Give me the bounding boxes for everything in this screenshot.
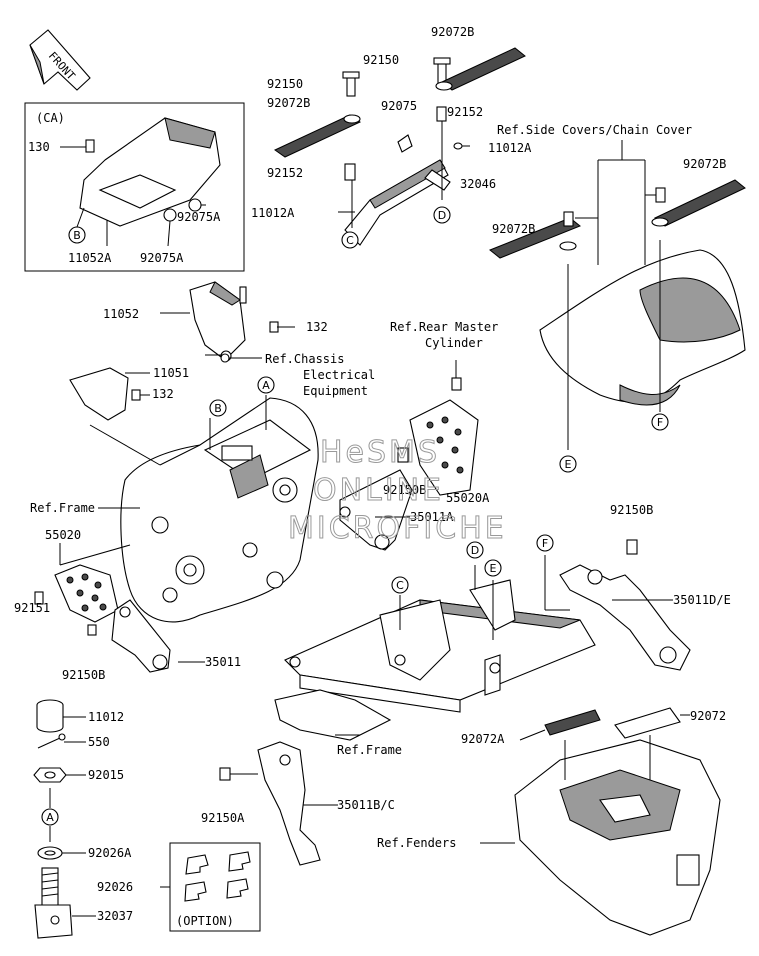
label-92075: 92075 bbox=[381, 99, 417, 113]
subframe bbox=[274, 555, 596, 741]
circle-a-frame: A bbox=[262, 379, 270, 392]
main-frame bbox=[89, 395, 319, 623]
right-footpeg-bracket bbox=[339, 360, 479, 551]
watermark-line2: ONLINE bbox=[313, 473, 444, 508]
label-ref-chassis-3: Equipment bbox=[303, 384, 368, 398]
watermark-line1: HeSMS bbox=[320, 435, 440, 470]
label-92151: 92151 bbox=[14, 601, 50, 615]
circle-a-bottom: A bbox=[46, 811, 54, 824]
label-11012a-2: 11012A bbox=[251, 206, 295, 220]
left-footpeg-bracket bbox=[34, 543, 205, 673]
label-92150b-3: 92150B bbox=[610, 503, 653, 517]
rear-fender-assembly bbox=[480, 707, 721, 936]
label-92150b-2: 92150B bbox=[62, 668, 105, 682]
circle-c-sub: C bbox=[396, 579, 404, 592]
label-11012: 11012 bbox=[88, 710, 124, 724]
label-132-2: 132 bbox=[152, 387, 174, 401]
passenger-peg-bracket-right bbox=[559, 539, 691, 671]
label-92150b-1: 92150B bbox=[383, 483, 426, 497]
label-55020: 55020 bbox=[45, 528, 81, 542]
label-92072b-3: 92072B bbox=[683, 157, 726, 171]
label-92072a: 92072A bbox=[461, 732, 505, 746]
label-92152-2: 92152 bbox=[267, 166, 303, 180]
label-92072b-2: 92072B bbox=[267, 96, 310, 110]
label-ref-chassis-1: Ref.Chassis bbox=[265, 352, 344, 366]
circle-b-frame: B bbox=[214, 402, 222, 415]
side-cover-assembly bbox=[489, 140, 746, 450]
circle-d-sub: D bbox=[471, 544, 479, 557]
option-shims-box bbox=[160, 842, 261, 932]
label-11051: 11051 bbox=[153, 366, 189, 380]
circle-d-top: D bbox=[438, 209, 446, 222]
label-ref-fenders: Ref.Fenders bbox=[377, 836, 456, 850]
circle-e-top: E bbox=[565, 458, 572, 471]
circle-c-top: C bbox=[346, 234, 354, 247]
ca-label: (CA) bbox=[36, 111, 65, 125]
label-option: (OPTION) bbox=[176, 914, 234, 928]
label-35011de: 35011D/E bbox=[673, 593, 731, 607]
hardware-stack bbox=[33, 699, 96, 939]
front-arrow: FRONT bbox=[29, 29, 91, 91]
circle-f-top: F bbox=[657, 416, 663, 429]
circle-e-sub: E bbox=[490, 562, 497, 575]
label-ref-rear-master-1: Ref.Rear Master bbox=[390, 320, 498, 334]
label-35011bc: 35011B/C bbox=[337, 798, 395, 812]
label-32037: 32037 bbox=[97, 909, 133, 923]
upper-left-brackets bbox=[69, 281, 295, 421]
ca-inset: (CA) B bbox=[24, 102, 245, 272]
top-bracket-assembly bbox=[274, 47, 526, 246]
label-92026: 92026 bbox=[97, 880, 133, 894]
label-92150-1: 92150 bbox=[363, 53, 399, 67]
label-550: 550 bbox=[88, 735, 110, 749]
label-92150a: 92150A bbox=[201, 811, 245, 825]
watermark: HeSMS ONLINE MICROFICHE bbox=[288, 435, 507, 547]
label-92072: 92072 bbox=[690, 709, 726, 723]
label-11052: 11052 bbox=[103, 307, 139, 321]
label-92075a-2: 92075A bbox=[177, 210, 221, 224]
label-92015: 92015 bbox=[88, 768, 124, 782]
label-92152-1: 92152 bbox=[447, 105, 483, 119]
label-55020a: 55020A bbox=[446, 491, 490, 505]
label-11012a-1: 11012A bbox=[488, 141, 532, 155]
label-ref-side-covers: Ref.Side Covers/Chain Cover bbox=[497, 123, 692, 137]
watermark-line3: MICROFICHE bbox=[288, 511, 507, 546]
label-92072b-4: 92072B bbox=[492, 222, 535, 236]
label-132-1: 132 bbox=[306, 320, 328, 334]
label-35011a: 35011A bbox=[410, 510, 454, 524]
label-130: 130 bbox=[28, 140, 50, 154]
label-92075a-1: 92075A bbox=[140, 251, 184, 265]
label-92026a: 92026A bbox=[88, 846, 132, 860]
label-92150-2: 92150 bbox=[267, 77, 303, 91]
label-92072b-1: 92072B bbox=[431, 25, 474, 39]
label-ref-frame-1: Ref.Frame bbox=[30, 501, 95, 515]
circle-b-ca: B bbox=[73, 229, 81, 242]
label-ref-chassis-2: Electrical bbox=[303, 368, 375, 382]
label-11052a: 11052A bbox=[68, 251, 112, 265]
label-ref-rear-master-2: Cylinder bbox=[425, 336, 483, 350]
passenger-peg-bracket-left bbox=[219, 734, 360, 866]
label-ref-frame-2: Ref.Frame bbox=[337, 743, 402, 757]
label-35011: 35011 bbox=[205, 655, 241, 669]
circle-f-sub: F bbox=[542, 537, 548, 550]
label-32046: 32046 bbox=[460, 177, 496, 191]
